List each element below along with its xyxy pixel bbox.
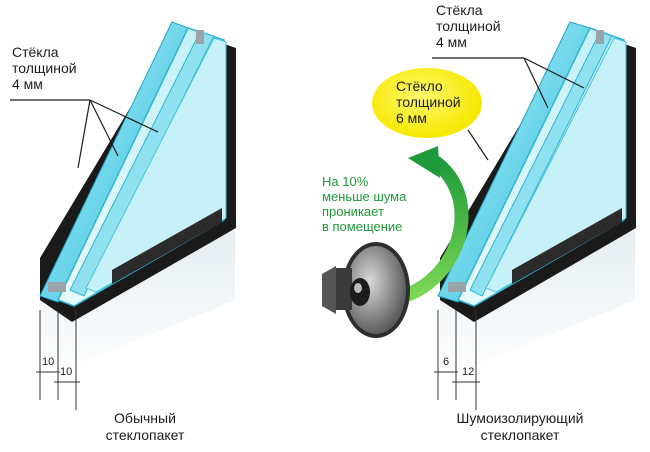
noise-line-2: меньше шума xyxy=(322,189,407,204)
noise-line-1: На 10% xyxy=(322,174,369,189)
left-caption-line-2: стеклопакет xyxy=(105,427,185,443)
right-glass-label: Стёкла толщиной 4 мм xyxy=(436,2,501,50)
left-glass-outer xyxy=(39,21,189,303)
left-dim-2: 10 xyxy=(60,366,73,378)
right-dim-1: 6 xyxy=(443,356,450,368)
highlight-bubble xyxy=(372,68,482,138)
left-dim-1: 10 xyxy=(42,356,55,368)
right-dim-2: 12 xyxy=(462,366,475,378)
left-glass-label: Стёкла толщиной 4 мм xyxy=(12,44,77,92)
right-glass-outer xyxy=(437,21,591,303)
left-window xyxy=(36,21,236,410)
right-highlight-line-2: толщиной xyxy=(396,94,461,110)
left-label-line-1: Стёкла xyxy=(12,44,59,60)
right-spacer-top xyxy=(596,30,604,44)
right-highlight-line-3: 6 мм xyxy=(396,110,427,126)
curved-arrow-icon xyxy=(373,146,469,307)
right-caption: Шумоизолирующий стеклопакет xyxy=(440,410,600,444)
left-glass-mid xyxy=(69,31,215,297)
left-spacer-top xyxy=(196,30,204,44)
noise-line-3: проникает xyxy=(322,204,384,219)
right-label-line-1: Стёкла xyxy=(436,2,483,18)
left-spacer-bottom xyxy=(48,282,66,292)
right-leaders xyxy=(432,57,585,161)
speaker-icon xyxy=(322,242,410,338)
right-window xyxy=(434,21,636,410)
left-caption: Обычный стеклопакет xyxy=(90,410,200,444)
noise-reduction-note: На 10% меньше шума проникает в помещение xyxy=(322,174,406,234)
right-frame-inner xyxy=(512,208,622,284)
right-caption-line-2: стеклопакет xyxy=(480,427,560,443)
right-glass-mid xyxy=(469,31,613,297)
left-caption-line-1: Обычный xyxy=(114,410,176,426)
noise-line-4: в помещение xyxy=(322,219,403,234)
right-highlight-line-1: Стёкло xyxy=(396,78,443,94)
left-label-line-2: толщиной xyxy=(12,60,77,76)
right-label-line-3: 4 мм xyxy=(436,34,467,50)
left-reflection xyxy=(40,230,235,380)
right-caption-line-1: Шумоизолирующий xyxy=(456,410,584,426)
right-reflection xyxy=(440,230,635,380)
right-highlight-label: Стёкло толщиной 6 мм xyxy=(396,78,461,126)
left-label-line-3: 4 мм xyxy=(12,76,43,92)
left-frame-inner xyxy=(112,208,222,284)
right-label-line-2: толщиной xyxy=(436,18,501,34)
left-leaders xyxy=(10,99,159,169)
right-spacer-bottom xyxy=(448,282,466,292)
